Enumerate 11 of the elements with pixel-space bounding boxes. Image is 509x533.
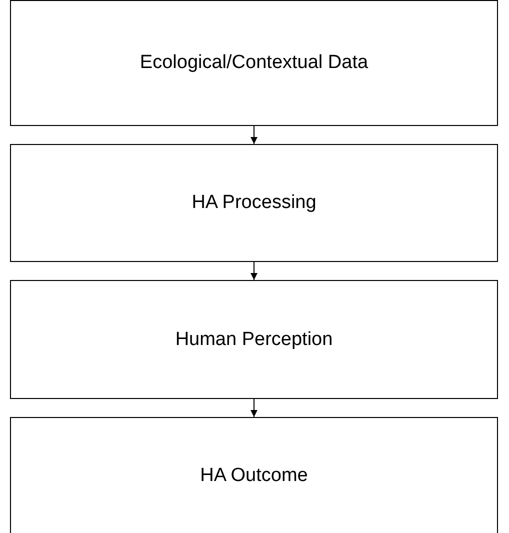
- process-box: [10, 280, 498, 399]
- process-box: [10, 144, 498, 262]
- box-label: HA Processing: [192, 192, 316, 214]
- process-box: [10, 0, 498, 126]
- box-label: Human Perception: [175, 328, 333, 350]
- box-label: Ecological/Contextual Data: [140, 52, 368, 74]
- box-label: HA Outcome: [200, 464, 308, 486]
- arrow: [250, 398, 258, 418]
- arrow: [250, 126, 258, 144]
- arrow: [250, 262, 258, 280]
- process-box: [10, 417, 498, 533]
